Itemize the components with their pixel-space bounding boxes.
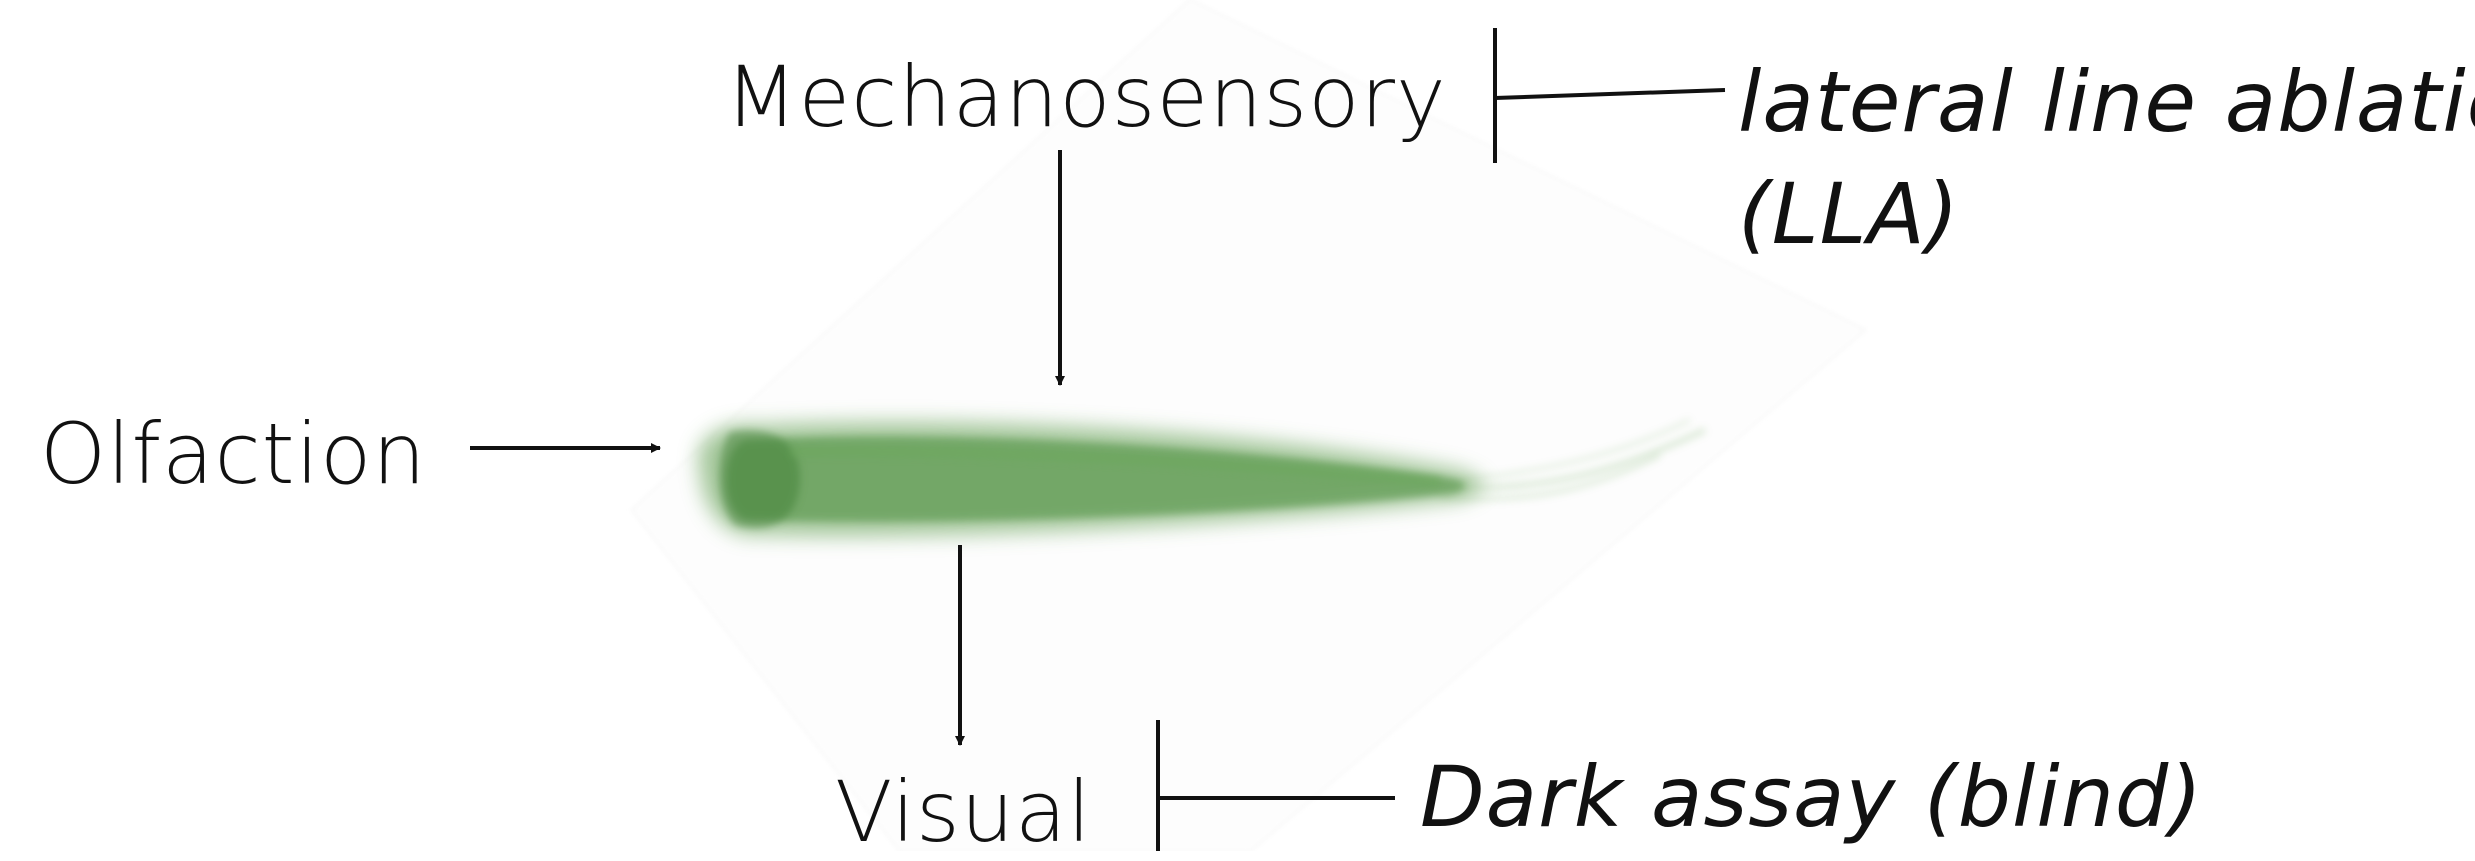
lateral-line-ablation-label: lateral line ablation — [1738, 60, 2475, 144]
lla-abbreviation-label: (LLA) — [1738, 172, 1960, 256]
mechanosensory-label: Mechanosensory — [725, 55, 1447, 139]
olfaction-label: Olfaction — [40, 412, 427, 496]
lateral-line-ablation-inhibitor — [1495, 28, 1725, 163]
dark-assay-label: Dark assay (blind) — [1420, 755, 2203, 839]
visual-label: Visual — [835, 770, 1092, 854]
